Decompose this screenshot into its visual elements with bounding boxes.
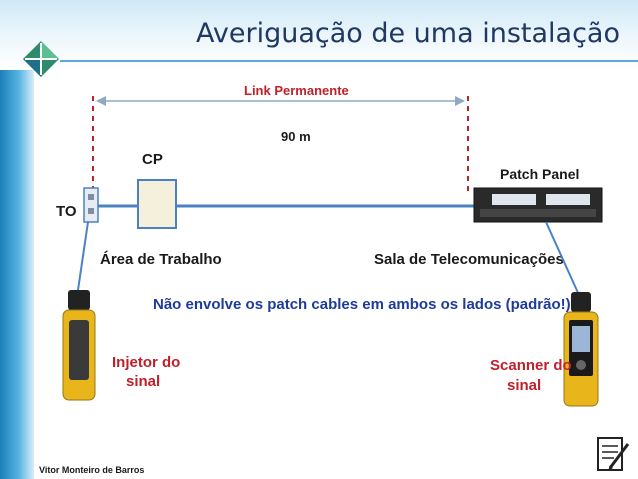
patch-panel-port-row-2 [546, 194, 590, 205]
cp-label: CP [142, 151, 163, 168]
injector-device [62, 290, 96, 401]
to-port-1 [88, 194, 94, 200]
to-label: TO [56, 203, 77, 220]
right-patch-cord [545, 221, 580, 296]
link-arrow-left-head [96, 96, 106, 106]
left-decorative-band [0, 0, 34, 479]
injector-label-line-1: Injetor do [112, 354, 180, 371]
to-port-2 [88, 208, 94, 214]
note-text: Não envolve os patch cables em ambos os … [153, 296, 571, 313]
author-credit: Vitor Monteiro de Barros [39, 465, 145, 475]
patch-panel-label: Patch Panel [500, 166, 579, 182]
patch-panel-strip [480, 209, 596, 217]
link-arrow-right-head [455, 96, 465, 106]
left-patch-cord [77, 221, 89, 291]
notepad-pencil-icon [597, 437, 630, 471]
patch-panel-port-row-1 [492, 194, 536, 205]
slide-title: Averiguação de uma instalação [195, 18, 620, 49]
work-area-label: Área de Trabalho [100, 251, 222, 268]
distance-label: 90 m [281, 129, 311, 144]
diamond-logo-icon [23, 41, 59, 77]
title-divider [60, 60, 638, 62]
telecom-room-label: Sala de Telecomunicações [374, 251, 564, 268]
top-decorative-band [0, 0, 638, 70]
permanent-link-diagram: Link Permanente 90 m CP TO Patch Panel Á… [56, 83, 603, 407]
scanner-label-line-1: Scanner do [490, 357, 572, 374]
link-permanente-label: Link Permanente [244, 83, 349, 98]
injector-label-line-2: sinal [126, 373, 160, 390]
to-outlet [83, 187, 99, 223]
scanner-label-line-2: sinal [507, 377, 541, 394]
cp-box [137, 179, 177, 229]
scanner-device [563, 292, 599, 407]
